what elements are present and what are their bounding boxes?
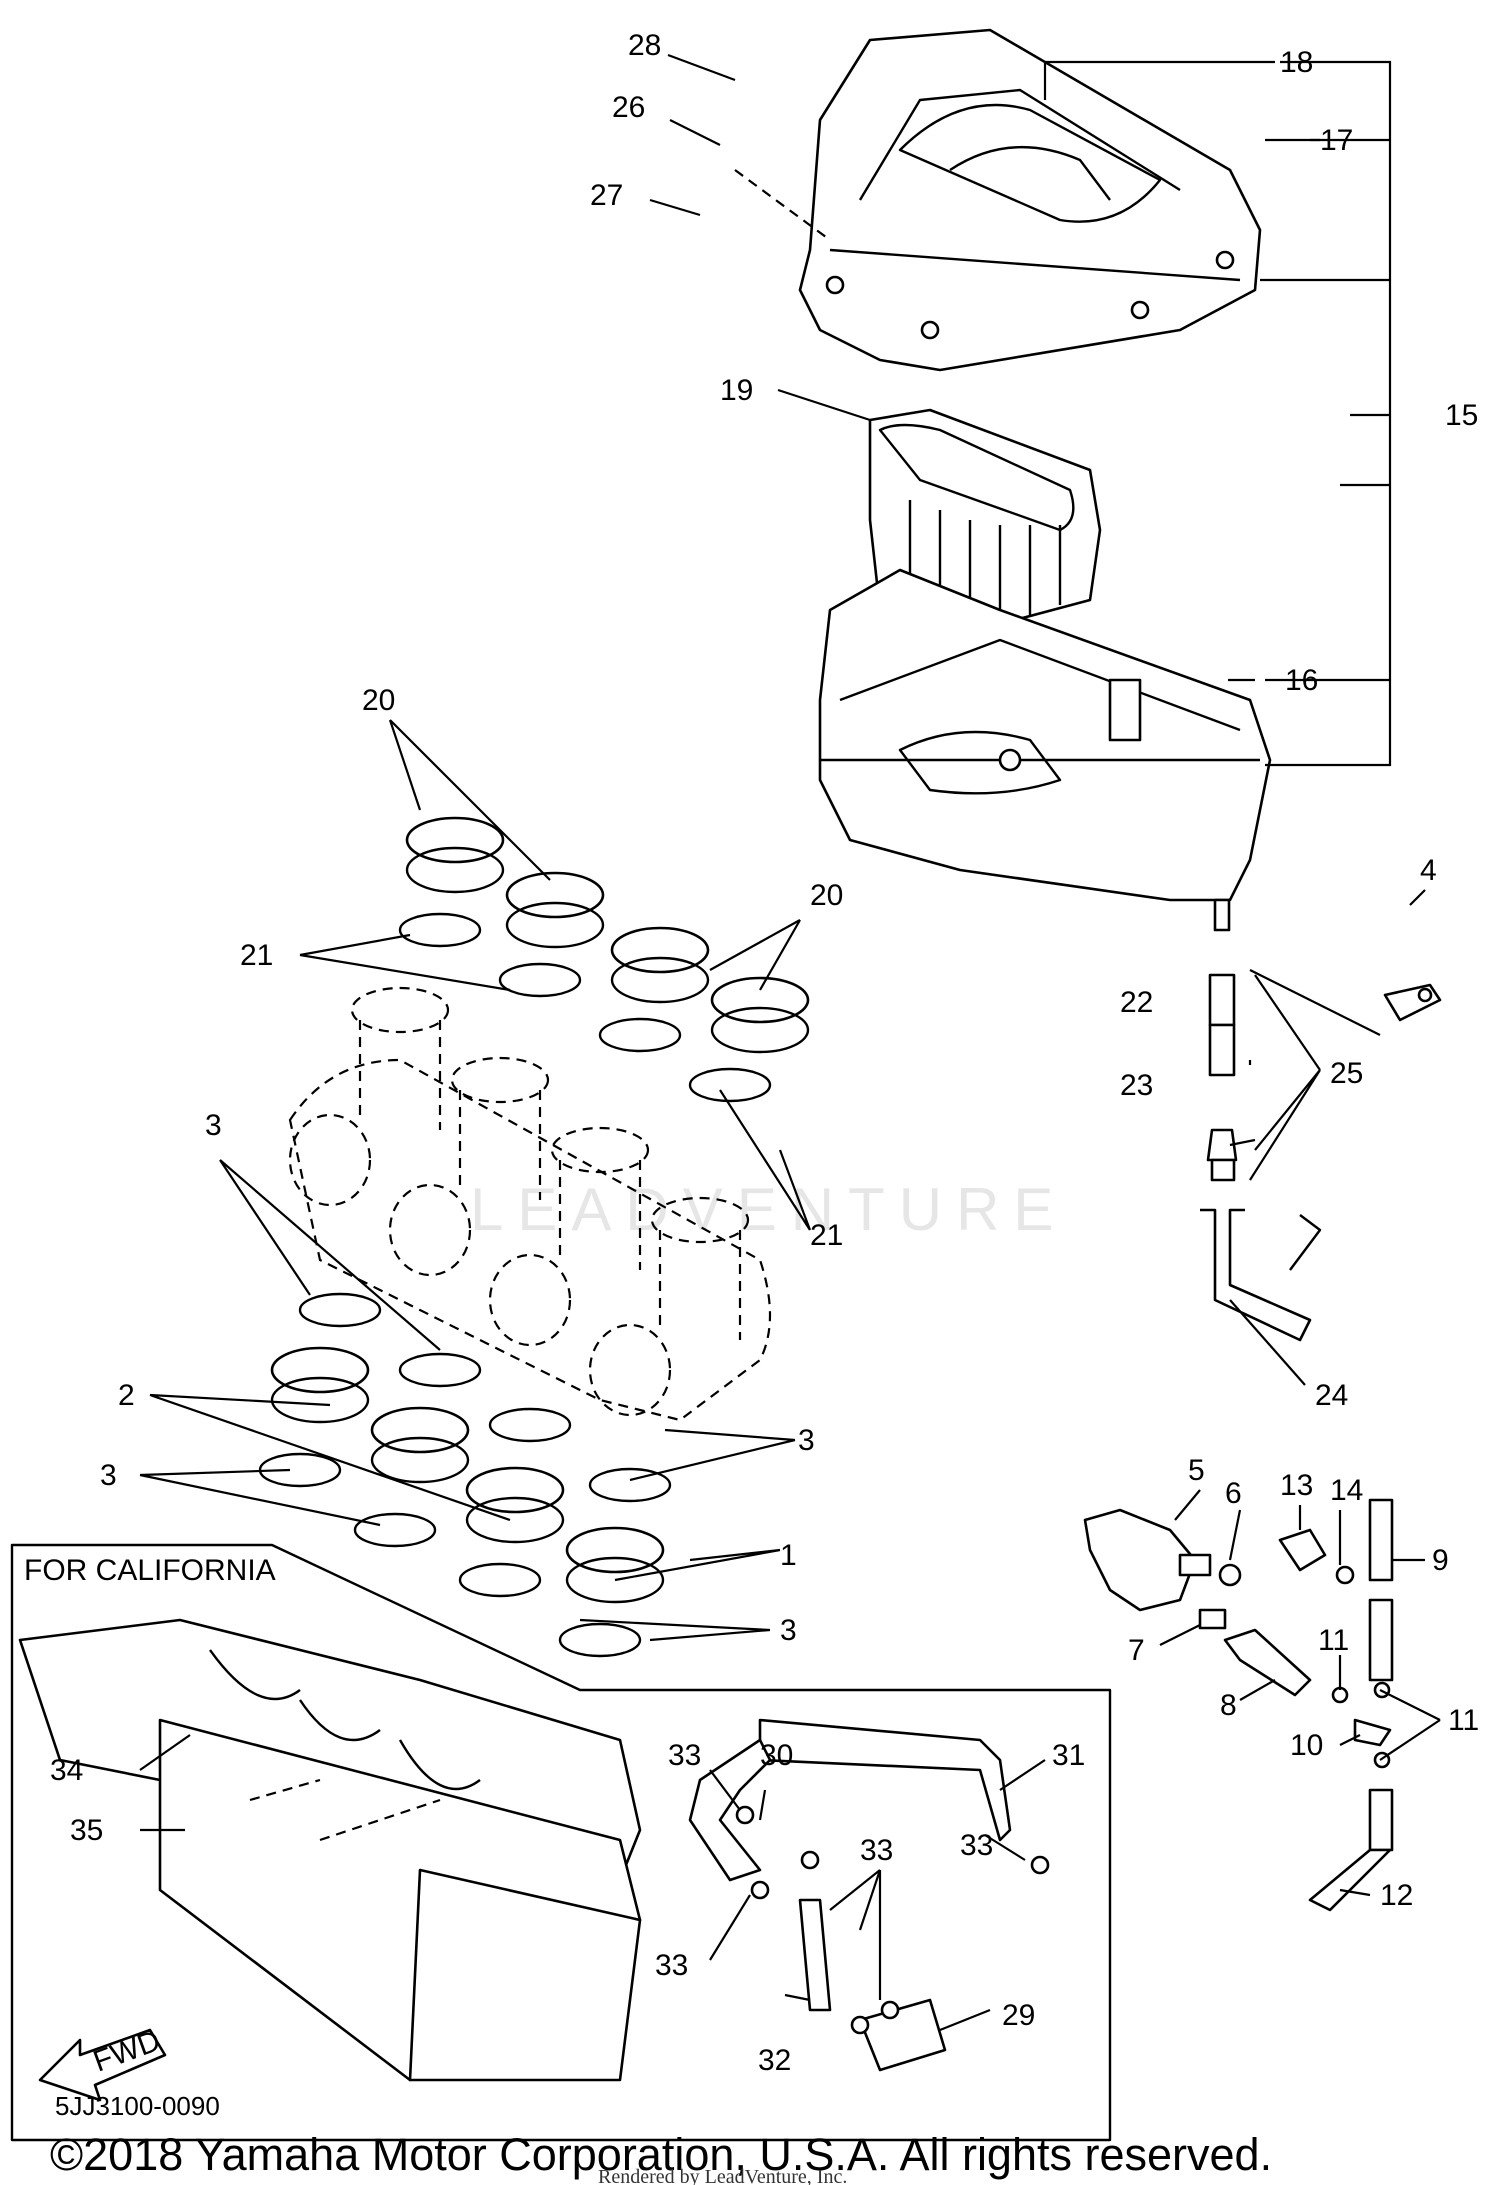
carburetor-assembly <box>288 986 772 1422</box>
california-frame <box>10 1543 1112 2142</box>
callout-6: 6 <box>1225 1477 1242 1510</box>
leader-lines <box>139 53 1441 2032</box>
copyright-text: ©2018 Yamaha Motor Corporation, U.S.A. A… <box>50 2129 1272 2180</box>
callout-12: 12 <box>1380 1879 1413 1912</box>
callout-24: 24 <box>1315 1379 1348 1412</box>
canister-and-shield <box>18 1618 642 2082</box>
callout-33c: 33 <box>960 1829 993 1862</box>
intake-joints-upper <box>405 816 810 1054</box>
callout-2: 2 <box>118 1379 135 1412</box>
callout-13: 13 <box>1280 1469 1313 1502</box>
callout-15: 15 <box>1445 399 1478 432</box>
callout-31: 31 <box>1052 1739 1085 1772</box>
callout-3d: 3 <box>780 1614 797 1647</box>
callout-21b: 21 <box>810 1219 843 1252</box>
hose-clamps-upper <box>398 912 772 1103</box>
rendered-by-text: Rendered by LeadVenture, Inc. <box>598 2166 847 2185</box>
callout-10: 10 <box>1290 1729 1323 1762</box>
callout-33a: 33 <box>668 1739 701 1772</box>
callout-19: 19 <box>720 374 753 407</box>
callout-20b: 20 <box>810 879 843 912</box>
callout-8: 8 <box>1220 1689 1237 1722</box>
callouts: 1 2 3 3 3 3 4 5 6 7 8 9 10 11 11 12 13 1… <box>50 29 1479 2077</box>
callout-3b: 3 <box>798 1424 815 1457</box>
callout-11a: 11 <box>1318 1624 1349 1657</box>
callout-35: 35 <box>70 1814 103 1847</box>
callout-3a: 3 <box>205 1109 222 1142</box>
callout-1: 1 <box>780 1539 797 1572</box>
evap-hoses <box>688 1718 1050 2072</box>
callout-21a: 21 <box>240 939 273 972</box>
california-label: FOR CALIFORNIA <box>24 1554 276 1587</box>
callout-7: 7 <box>1128 1634 1145 1667</box>
fwd-arrow: FWD <box>38 2024 167 2102</box>
callout-22: 22 <box>1120 986 1153 1019</box>
callout-33d: 33 <box>655 1949 688 1982</box>
solenoid-valve-parts <box>1083 1498 1394 1912</box>
callout-29: 29 <box>1002 1999 1035 2032</box>
callout-28: 28 <box>628 29 661 62</box>
callout-5: 5 <box>1188 1454 1205 1487</box>
callout-33b: 33 <box>860 1834 893 1867</box>
part-code: 5JJ3100-0090 <box>55 2091 220 2121</box>
air-filter-case-cap <box>798 28 1262 372</box>
callout-4: 4 <box>1420 854 1437 887</box>
callout-20a: 20 <box>362 684 395 717</box>
air-filter-case-bottom <box>818 568 1272 932</box>
callout-26: 26 <box>612 91 645 124</box>
callout-16: 16 <box>1285 664 1318 697</box>
callout-34: 34 <box>50 1754 83 1787</box>
callout-3c: 3 <box>100 1459 117 1492</box>
callout-32: 32 <box>758 2044 791 2077</box>
callout-18: 18 <box>1280 46 1313 79</box>
callout-9: 9 <box>1432 1544 1449 1577</box>
callout-11b: 11 <box>1448 1704 1479 1737</box>
drain-parts <box>1200 973 1442 1342</box>
callout-30: 30 <box>760 1739 793 1772</box>
watermark-text: LEADVENTURE <box>470 1176 1067 1243</box>
callout-17: 17 <box>1320 124 1353 157</box>
callout-14: 14 <box>1330 1474 1363 1507</box>
carburetor-joints-lower <box>270 1346 665 1604</box>
callout-25: 25 <box>1330 1057 1363 1090</box>
callout-27: 27 <box>590 179 623 212</box>
callout-23: 23 <box>1120 1069 1153 1102</box>
